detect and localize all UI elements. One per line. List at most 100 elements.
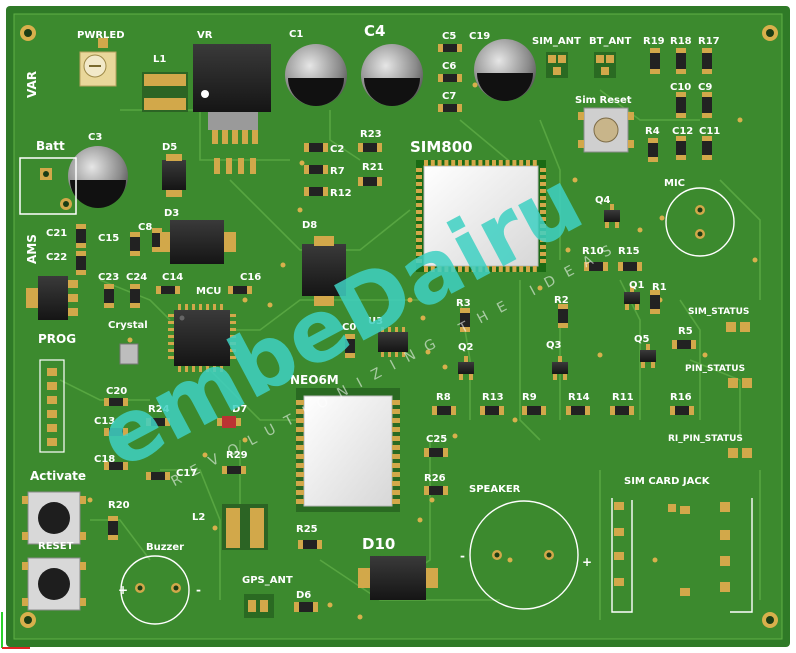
voltage-regulator-vr xyxy=(193,44,271,174)
label-sim800: SIM800 xyxy=(410,138,473,156)
module-pad xyxy=(512,266,517,272)
diode-d10 xyxy=(358,556,438,600)
module-pad xyxy=(512,160,517,166)
gps-antenna-pad xyxy=(244,594,274,618)
label-gps-ant: GPS_ANT xyxy=(242,575,293,586)
module-pad xyxy=(492,266,496,272)
module-pad xyxy=(478,266,483,272)
axis-indicator xyxy=(1,612,30,649)
label-r10: R10 xyxy=(582,246,604,257)
label-q3: Q3 xyxy=(546,340,562,351)
label-q1: Q1 xyxy=(629,280,645,291)
label-crystal: Crystal xyxy=(108,320,148,331)
module-pad xyxy=(416,259,422,263)
label-d5: D5 xyxy=(162,142,177,153)
module-pad xyxy=(526,160,530,166)
module-pad xyxy=(430,160,435,166)
label-vr: VR xyxy=(197,30,213,41)
label-d3: D3 xyxy=(164,208,179,219)
label-c6: C6 xyxy=(442,61,456,72)
reset-button[interactable] xyxy=(22,557,86,611)
module-pad xyxy=(416,210,422,214)
module-pad xyxy=(437,266,442,272)
module-pad xyxy=(526,266,530,272)
ams-regulator xyxy=(26,276,78,320)
label-pwrled: PWRLED xyxy=(77,30,125,41)
label-r5: R5 xyxy=(678,326,693,337)
label-c21: C21 xyxy=(46,228,67,239)
label-c15: C15 xyxy=(98,233,119,244)
module-pad xyxy=(296,418,304,423)
module-pad xyxy=(540,196,546,200)
label-r12: R12 xyxy=(330,188,352,199)
label-c14: C14 xyxy=(162,272,183,283)
smd-passives xyxy=(76,44,712,612)
label-batt: Batt xyxy=(36,139,65,153)
module-pad xyxy=(505,160,510,166)
module-pad xyxy=(485,160,490,166)
label-r3: R3 xyxy=(456,298,471,309)
module-pad xyxy=(296,463,304,468)
module-pad xyxy=(540,217,546,221)
label-r8: R8 xyxy=(436,392,451,403)
label-c1: C1 xyxy=(289,29,303,40)
label-r29: R29 xyxy=(226,450,248,461)
label-c11: C11 xyxy=(699,126,720,137)
capacitor-c1 xyxy=(285,44,347,106)
transistors xyxy=(458,210,656,374)
label-l1: L1 xyxy=(153,54,166,65)
label-buzzer: Buzzer xyxy=(146,542,184,553)
label-buzzer-minus: - xyxy=(196,583,201,597)
label-d6: D6 xyxy=(296,590,311,601)
sim800-module xyxy=(416,160,546,272)
module-pad xyxy=(296,436,304,441)
module-pad xyxy=(424,160,428,166)
label-r20: R20 xyxy=(108,500,130,511)
module-pad xyxy=(540,175,546,179)
transistor-pads xyxy=(459,204,655,380)
module-pad xyxy=(498,266,503,272)
module-pad xyxy=(416,175,422,179)
label-r24: R24 xyxy=(148,404,170,415)
module-pad xyxy=(296,427,304,432)
label-c22: C22 xyxy=(46,252,67,263)
microphone xyxy=(665,187,735,257)
sim-card-jack xyxy=(611,498,753,613)
label-r14: R14 xyxy=(568,392,590,403)
label-sim-reset: Sim Reset xyxy=(575,95,632,106)
label-c2: C2 xyxy=(330,144,344,155)
label-buzzer-plus: + xyxy=(118,583,128,597)
label-c0: C0 xyxy=(342,322,356,333)
label-mic: MIC xyxy=(664,178,685,189)
module-pad xyxy=(505,266,510,272)
label-u3: U3 xyxy=(368,316,383,327)
label-r18: R18 xyxy=(670,36,692,47)
label-c19: C19 xyxy=(469,31,490,42)
label-r7: R7 xyxy=(330,166,345,177)
module-pad xyxy=(451,266,456,272)
label-speaker-plus: + xyxy=(582,555,592,569)
module-pad xyxy=(532,266,537,272)
module-pad xyxy=(532,160,537,166)
module-pad xyxy=(416,189,422,193)
label-c12: C12 xyxy=(672,126,693,137)
ground-plane xyxy=(13,13,783,640)
label-c20: C20 xyxy=(106,386,127,397)
label-r16: R16 xyxy=(670,392,692,403)
activate-button[interactable] xyxy=(22,491,86,545)
module-pad xyxy=(471,160,476,166)
label-r13: R13 xyxy=(482,392,504,403)
label-c16: C16 xyxy=(240,272,261,283)
module-pad xyxy=(540,259,546,263)
module-pad xyxy=(540,224,546,228)
label-d7: D7 xyxy=(232,404,247,415)
label-c13: C13 xyxy=(94,416,115,427)
module-pad xyxy=(392,418,400,423)
module-pad xyxy=(392,445,400,450)
label-prog: PROG xyxy=(38,332,76,346)
module-pad xyxy=(392,472,400,477)
module-pad xyxy=(296,499,304,504)
module-pad xyxy=(392,427,400,432)
module-pad xyxy=(519,160,524,166)
